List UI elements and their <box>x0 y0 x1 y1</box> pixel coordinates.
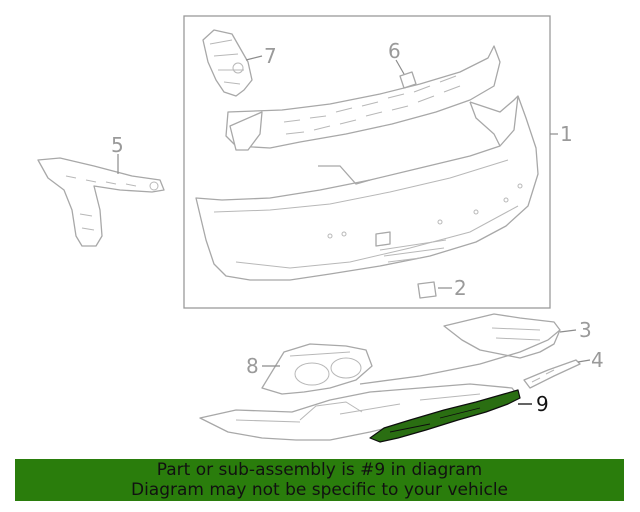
part-3-lower-valance[interactable] <box>359 313 561 385</box>
part-5-side-bracket[interactable] <box>37 157 165 247</box>
part-6-impact-bar[interactable] <box>225 45 501 151</box>
callout-4: 4 <box>591 348 604 372</box>
leader-7 <box>245 55 263 61</box>
info-banner: Part or sub-assembly is #9 in diagram Di… <box>15 459 624 501</box>
part-7-bracket[interactable] <box>202 29 253 97</box>
callout-2: 2 <box>454 276 467 300</box>
banner-line-1: Part or sub-assembly is #9 in diagram <box>156 460 483 480</box>
banner-line-2: Diagram may not be specific to your vehi… <box>130 480 508 500</box>
callout-7: 7 <box>264 44 277 68</box>
callout-8: 8 <box>246 354 259 378</box>
callout-9: 9 <box>536 392 549 416</box>
leader-4 <box>577 359 591 363</box>
callout-6: 6 <box>388 39 401 63</box>
part-1-bumper-fascia[interactable] <box>195 95 539 281</box>
part-4-trim-strip[interactable] <box>523 359 581 389</box>
callout-5: 5 <box>111 133 124 157</box>
callout-1: 1 <box>560 122 573 146</box>
assembly-frame <box>183 15 551 309</box>
parts-diagram: 1 2 3 4 5 6 7 8 9 <box>37 15 604 443</box>
leader-3 <box>559 329 577 333</box>
part-8-exhaust-tips[interactable] <box>261 343 373 395</box>
callout-3: 3 <box>579 318 592 342</box>
part-9-highlighted[interactable] <box>369 389 521 443</box>
leader-6 <box>395 59 405 75</box>
part-2-plug[interactable] <box>417 281 437 299</box>
